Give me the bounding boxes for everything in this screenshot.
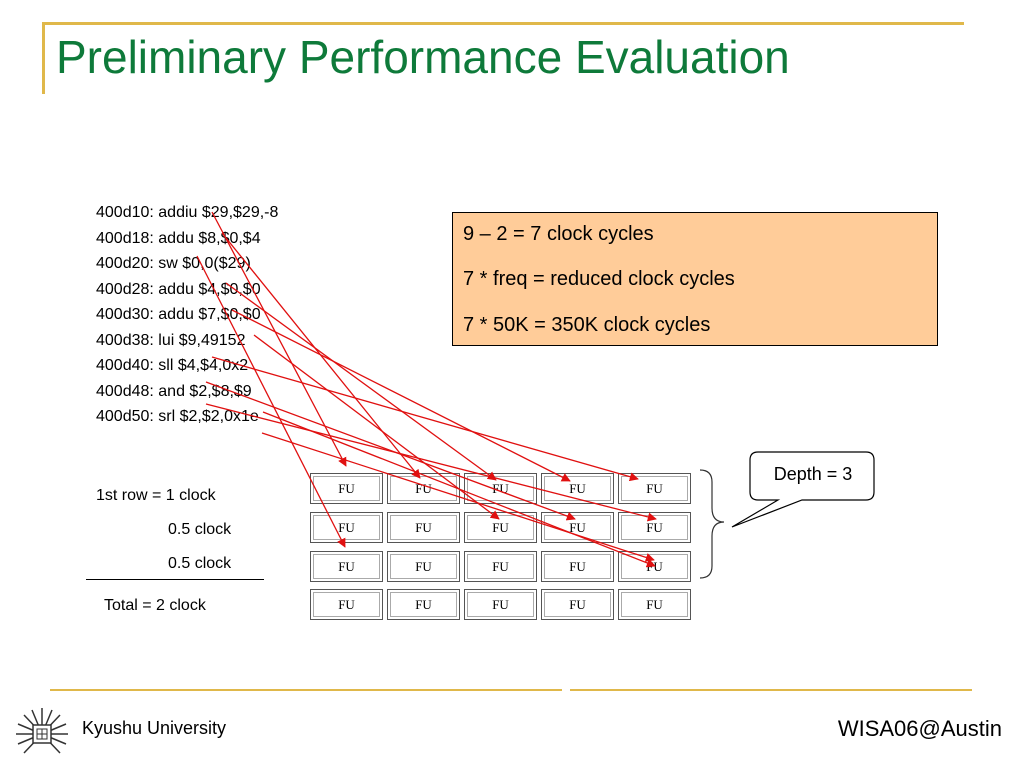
depth-brace xyxy=(699,469,725,579)
clock-label-row1: 1st row = 1 clock xyxy=(96,487,216,504)
instruction-list: 400d10: addiu $29,$29,-8 400d18: addu $8… xyxy=(96,200,278,430)
summary-line: 7 * 50K = 350K clock cycles xyxy=(463,314,711,336)
footer-university: Kyushu University xyxy=(82,718,227,738)
clock-label-row2: 0.5 clock xyxy=(168,521,232,538)
fu-cell: FU xyxy=(310,589,383,620)
dependency-arrow xyxy=(261,432,655,562)
clock-label-row3: 0.5 clock xyxy=(168,555,232,572)
depth-callout-bubble xyxy=(731,451,875,528)
dependency-arrow xyxy=(211,356,639,482)
fu-cell: FU xyxy=(541,551,614,582)
instruction-line: 400d48: and $2,$8,$9 xyxy=(96,382,252,400)
dependency-arrow xyxy=(211,211,347,467)
instruction-line: 400d20: sw $0,0($29) xyxy=(96,255,251,272)
dependency-arrow xyxy=(225,282,497,481)
footer-divider-left xyxy=(50,689,562,691)
sum-divider xyxy=(86,579,264,580)
fu-cell: FU xyxy=(387,589,460,620)
footer-event: WISA06@Austin xyxy=(837,716,1002,741)
clock-label-total: Total = 2 clock xyxy=(104,597,206,614)
fu-cell: FU xyxy=(618,589,691,620)
fu-cell: FU xyxy=(310,512,383,543)
instruction-line: 400d28: addu $4,$0,$0 xyxy=(96,280,261,298)
cycle-summary-box: 9 – 2 = 7 clock cycles 7 * freq = reduce… xyxy=(452,212,938,346)
instruction-line: 400d40: sll $4,$4,0x2 xyxy=(96,357,249,374)
instruction-line: 400d30: addu $7,$0,$0 xyxy=(96,306,261,323)
dependency-arrow xyxy=(262,411,656,568)
fu-cell: FU xyxy=(387,512,460,543)
summary-line: 7 * freq = reduced clock cycles xyxy=(463,268,735,290)
instruction-line: 400d50: srl $2,$2,0x1e xyxy=(96,408,259,425)
fu-cell: FU xyxy=(464,551,537,582)
summary-line: 9 – 2 = 7 clock cycles xyxy=(463,223,654,245)
kyushu-university-logo-icon xyxy=(16,708,68,754)
dependency-arrow xyxy=(231,309,571,482)
fu-cell: FU xyxy=(310,551,383,582)
depth-callout-text: Depth = 3 xyxy=(773,464,853,484)
fu-cell: FU xyxy=(387,551,460,582)
fu-cell: FU xyxy=(310,473,383,504)
fu-cell: FU xyxy=(541,589,614,620)
slide-frame-left xyxy=(42,22,45,94)
instruction-line: 400d38: lui $9,49152 xyxy=(96,331,246,349)
dependency-arrow xyxy=(196,255,346,548)
slide-frame-top xyxy=(44,22,964,25)
fu-cell: FU xyxy=(464,589,537,620)
fu-cell: FU xyxy=(464,512,537,543)
fu-cell: FU xyxy=(464,473,537,504)
dependency-arrow xyxy=(205,403,657,522)
instruction-line: 400d10: addiu $29,$29,-8 xyxy=(96,204,279,221)
fu-cell: FU xyxy=(541,512,614,543)
footer-divider-right xyxy=(570,689,972,691)
instruction-line: 400d18: addu $8,$0,$4 xyxy=(96,229,261,247)
slide-title: Preliminary Performance Evaluation xyxy=(56,31,790,83)
